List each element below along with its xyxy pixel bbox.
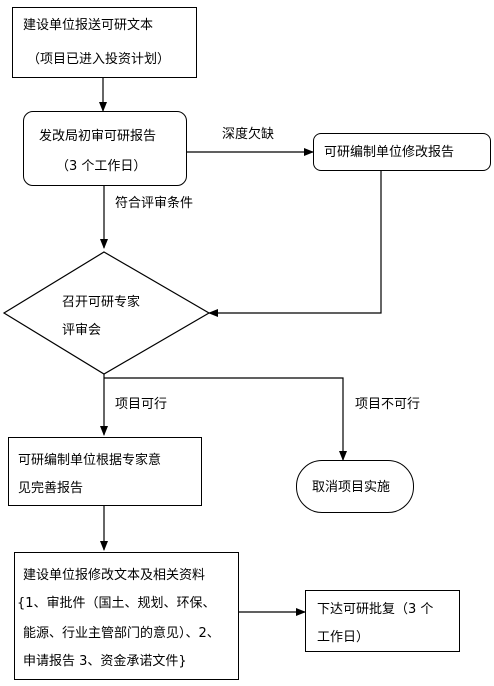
node-label: 工作日） (317, 630, 370, 645)
node-issue-approval: 下达可研批复（3 个 工作日） (305, 590, 460, 652)
arrow-n4-to-n6 (104, 377, 347, 461)
node-label: 建设单位报送可研文本 (23, 18, 154, 33)
node-label: {1、审批件（国土、规划、环保、 (17, 596, 216, 611)
node-label: 建设单位报修改文本及相关资料 (23, 568, 206, 583)
decision-diamond (2, 251, 211, 375)
node-submit-feasibility-text: 建设单位报送可研文本 （项目已进入投资计划） (12, 7, 197, 78)
edge-label-meets-conditions: 符合评审条件 (115, 196, 194, 211)
edge-label-feasible: 项目可行 (115, 397, 168, 412)
node-cancel-project: 取消项目实施 (296, 460, 414, 513)
node-label: （项目已进入投资计划） (27, 52, 171, 67)
node-label: 评审会 (62, 323, 102, 338)
node-label: 可研编制单位修改报告 (324, 145, 455, 160)
arrow-n3-to-n4 (208, 171, 382, 317)
node-label: 发改局初审可研报告 (39, 129, 157, 144)
node-label: 下达可研批复（3 个 (317, 602, 434, 617)
node-initial-review: 发改局初审可研报告 （3 个工作日） (23, 111, 187, 186)
node-improve-report: 可研编制单位根据专家意 见完善报告 (8, 437, 202, 506)
node-revise-report: 可研编制单位修改报告 (313, 133, 491, 171)
node-label: 可研编制单位根据专家意 (18, 453, 162, 468)
node-label: 取消项目实施 (312, 480, 391, 495)
edge-label-infeasible: 项目不可行 (355, 397, 421, 412)
node-submit-revised-materials: 建设单位报修改文本及相关资料 {1、审批件（国土、规划、环保、 能源、行业主管部… (14, 552, 239, 680)
node-label: 召开可研专家 (62, 295, 141, 310)
node-label: （3 个工作日） (56, 159, 147, 174)
node-label: 见完善报告 (18, 481, 84, 496)
node-label: 能源、行业主管部门的意见）、2、 (23, 626, 220, 641)
edge-label-depth-lacking: 深度欠缺 (222, 127, 275, 142)
node-label: 申请报告 3、资金承诺文件} (23, 654, 187, 669)
